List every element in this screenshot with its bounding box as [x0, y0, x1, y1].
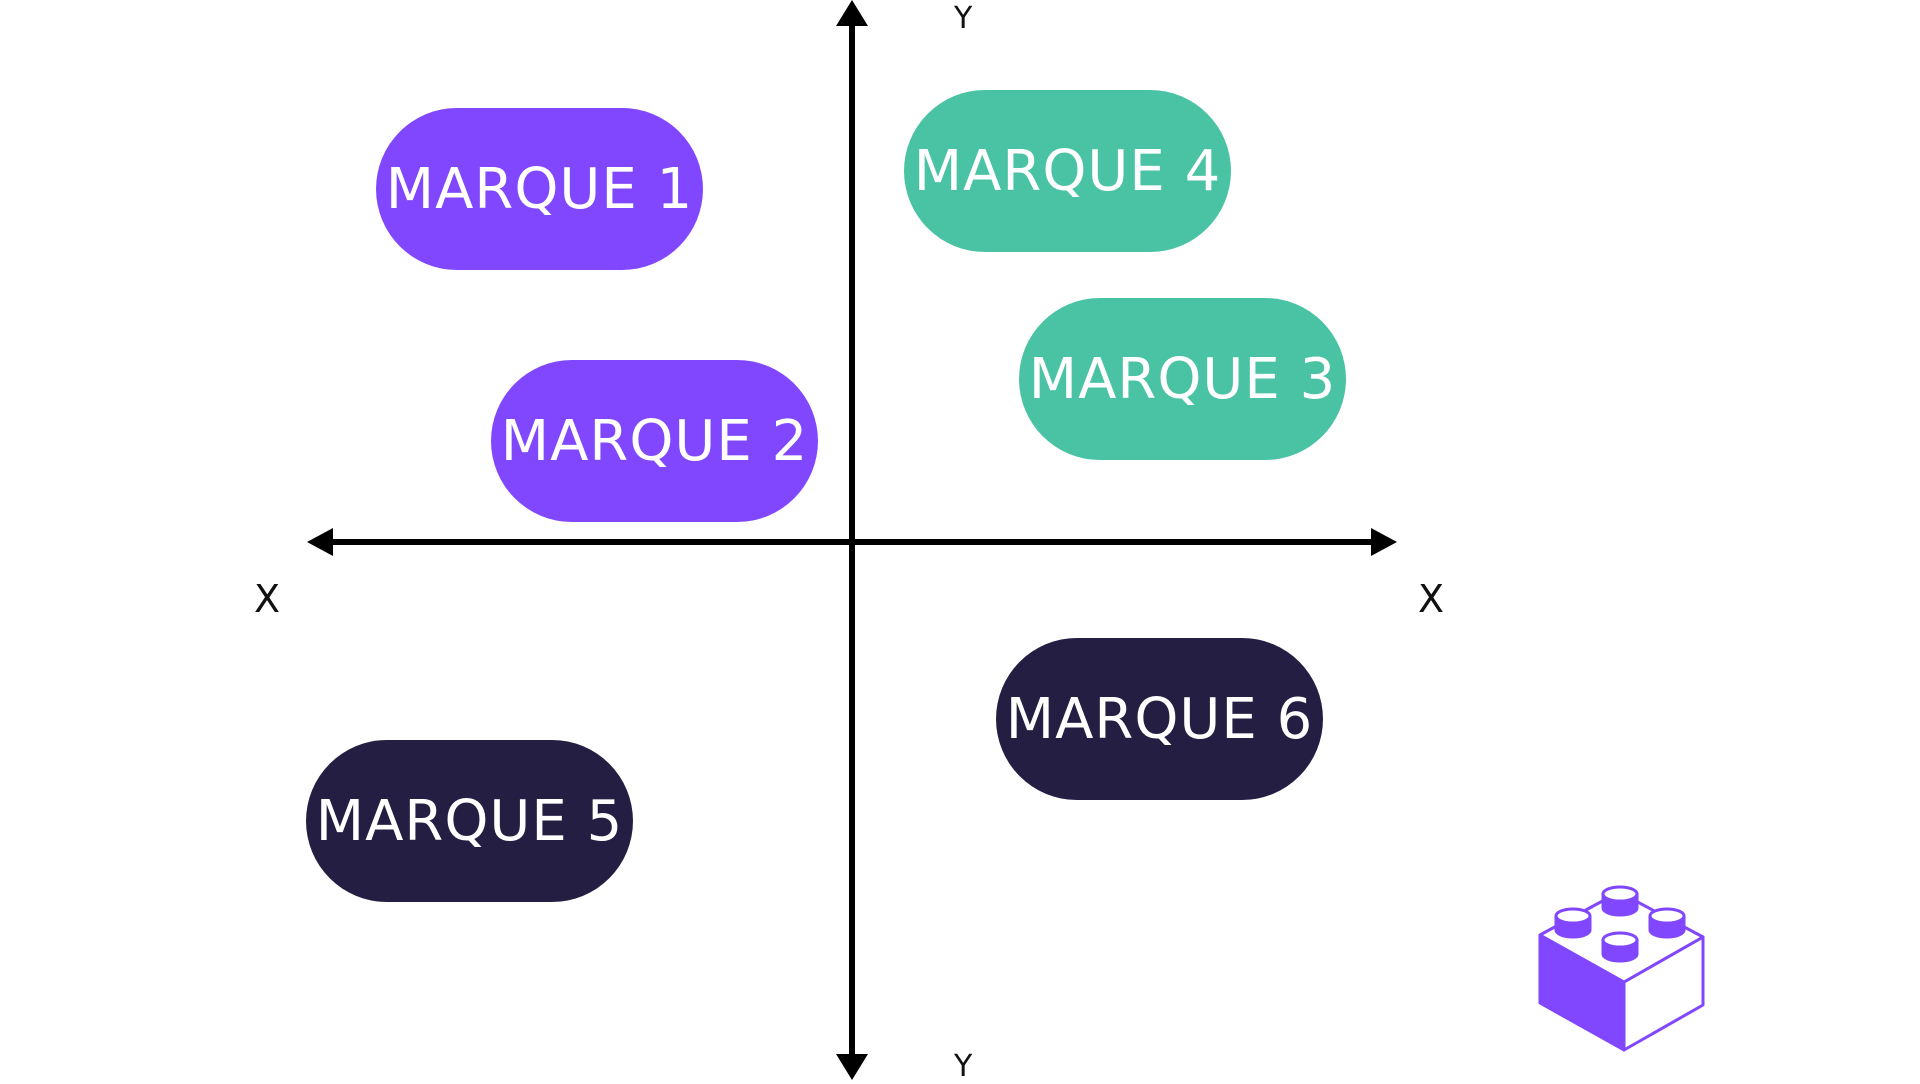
y-axis-top-label: Y — [954, 1, 973, 36]
y-axis-bottom-label: Y — [954, 1049, 973, 1084]
y-axis-top-arrow-icon — [836, 0, 868, 26]
brand-pill-6: MARQUE 6 — [996, 638, 1323, 800]
brand-pill-1: MARQUE 1 — [376, 108, 703, 270]
brick-icon — [1538, 885, 1705, 1052]
brand-pill-2: MARQUE 2 — [491, 360, 818, 522]
brand-pill-4: MARQUE 4 — [904, 90, 1231, 252]
x-axis-left-label: X — [254, 577, 281, 621]
x-axis-right-label: X — [1418, 577, 1445, 621]
y-axis-bottom-arrow-icon — [836, 1054, 868, 1080]
x-axis-left-arrow-icon — [307, 528, 333, 556]
brand-pill-5: MARQUE 5 — [306, 740, 633, 902]
brand-pill-3: MARQUE 3 — [1019, 298, 1346, 460]
x-axis-right-arrow-icon — [1371, 528, 1397, 556]
